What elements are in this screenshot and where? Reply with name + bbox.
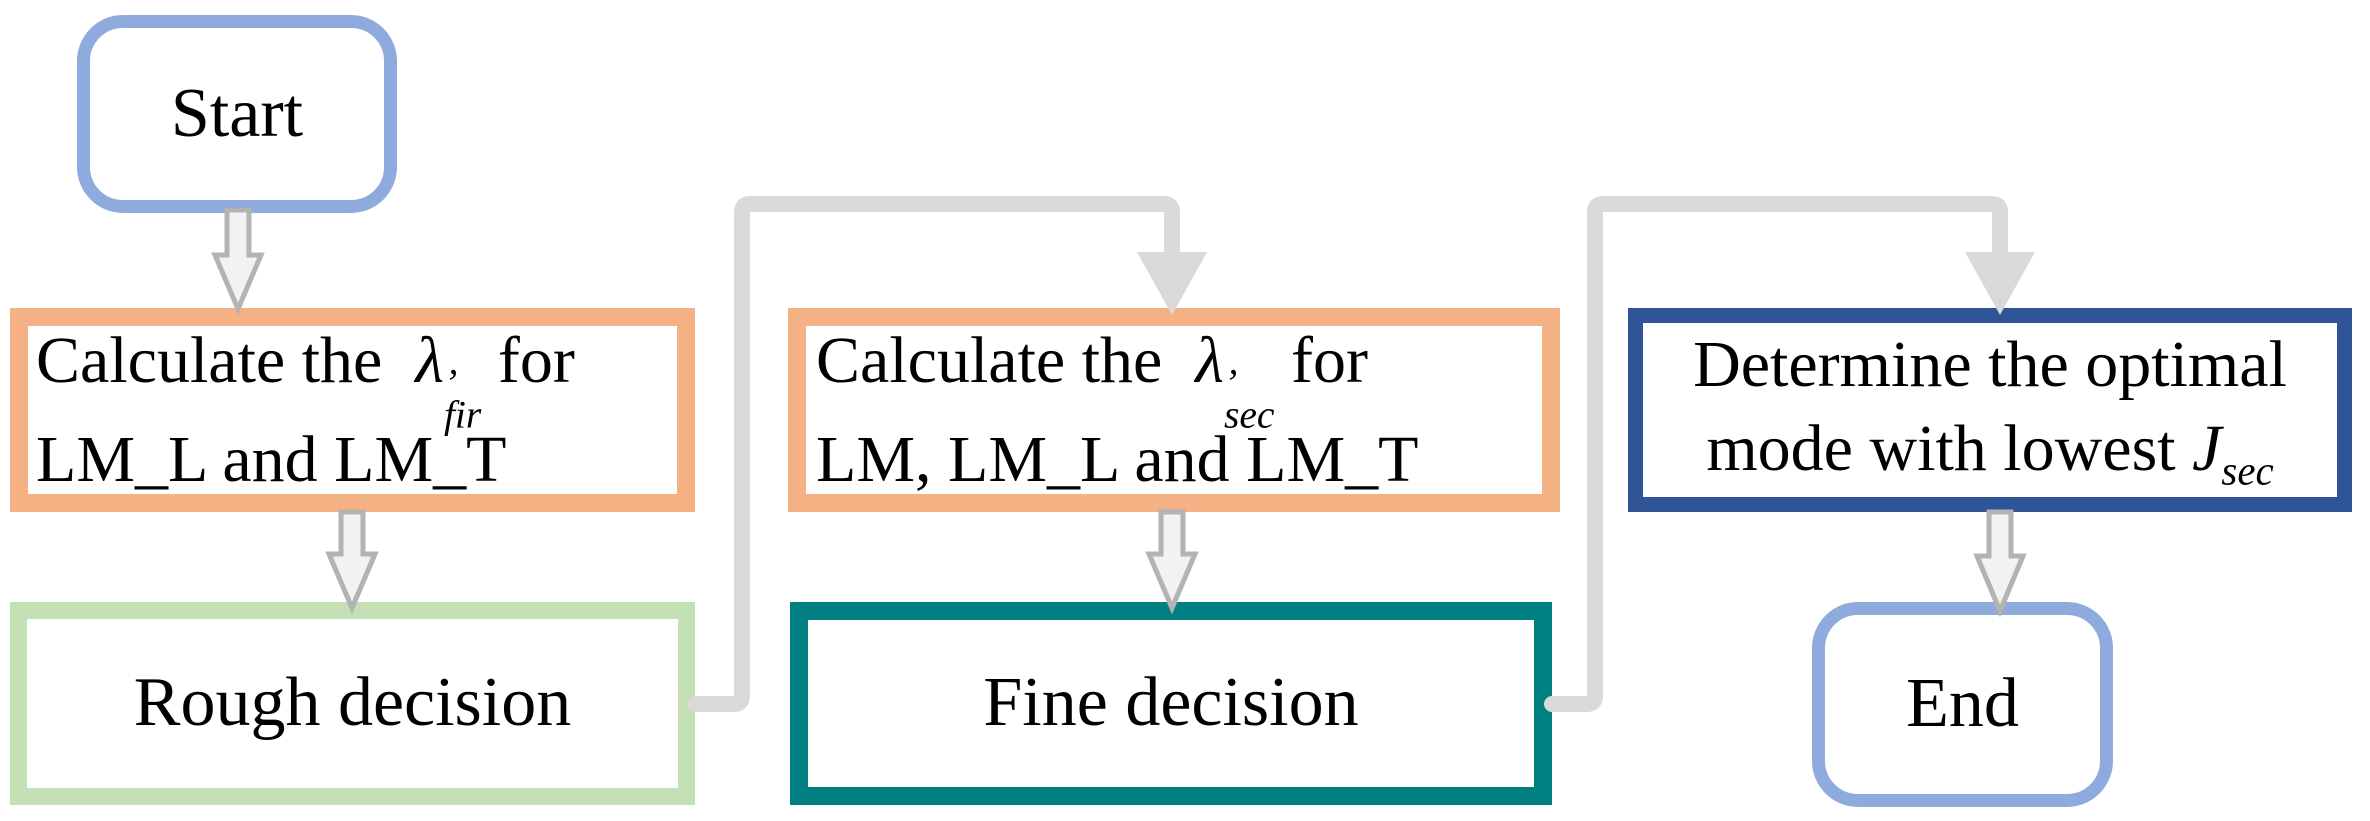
calc-lambda-fir-box: Calculate the λ’fir for LM_L and LM_T: [10, 308, 695, 512]
lambda-prime-subscript: ’sec: [1223, 360, 1275, 437]
end-node: End: [1812, 602, 2113, 807]
rough-decision-box: Rough decision: [10, 602, 695, 805]
optimal-mode-line2: mode with lowest Jsec: [1706, 411, 2274, 493]
j-symbol: J: [2192, 411, 2222, 485]
arrowhead-icon: [1965, 252, 2035, 315]
calc-lambda-sec-line1: Calculate the λ’sec for: [816, 323, 1368, 437]
lambda-symbol: λ: [415, 323, 444, 397]
arrow-optimal-to-end: [1973, 509, 2027, 618]
arrow-calc-fir-to-rough: [325, 509, 379, 615]
arrow-calc-sec-to-fine: [1145, 509, 1199, 615]
lambda-symbol: λ: [1195, 323, 1224, 397]
rough-decision-label: Rough decision: [133, 664, 572, 742]
arrow-start-to-calc-fir: [211, 207, 265, 316]
optimal-mode-line1: Determine the optimal: [1693, 328, 2287, 402]
calc-lambda-sec-box: Calculate the λ’sec for LM, LM_L and LM_…: [788, 308, 1560, 512]
calc-lambda-fir-line1: Calculate the λ’fir for: [36, 323, 575, 437]
start-node: Start: [77, 15, 397, 213]
calc-lambda-fir-line2: LM_L and LM_T: [36, 422, 507, 496]
lambda-prime-subscript: ’fir: [443, 360, 482, 437]
end-label: End: [1906, 665, 2019, 743]
calc-lambda-sec-line2: LM, LM_L and LM_T: [816, 422, 1419, 496]
fine-decision-box: Fine decision: [790, 602, 1552, 805]
j-subscript: sec: [2221, 447, 2274, 493]
start-label: Start: [170, 74, 304, 152]
arrowhead-icon: [1137, 252, 1207, 315]
fine-decision-label: Fine decision: [983, 664, 1359, 742]
optimal-mode-box: Determine the optimal mode with lowest J…: [1628, 308, 2352, 512]
